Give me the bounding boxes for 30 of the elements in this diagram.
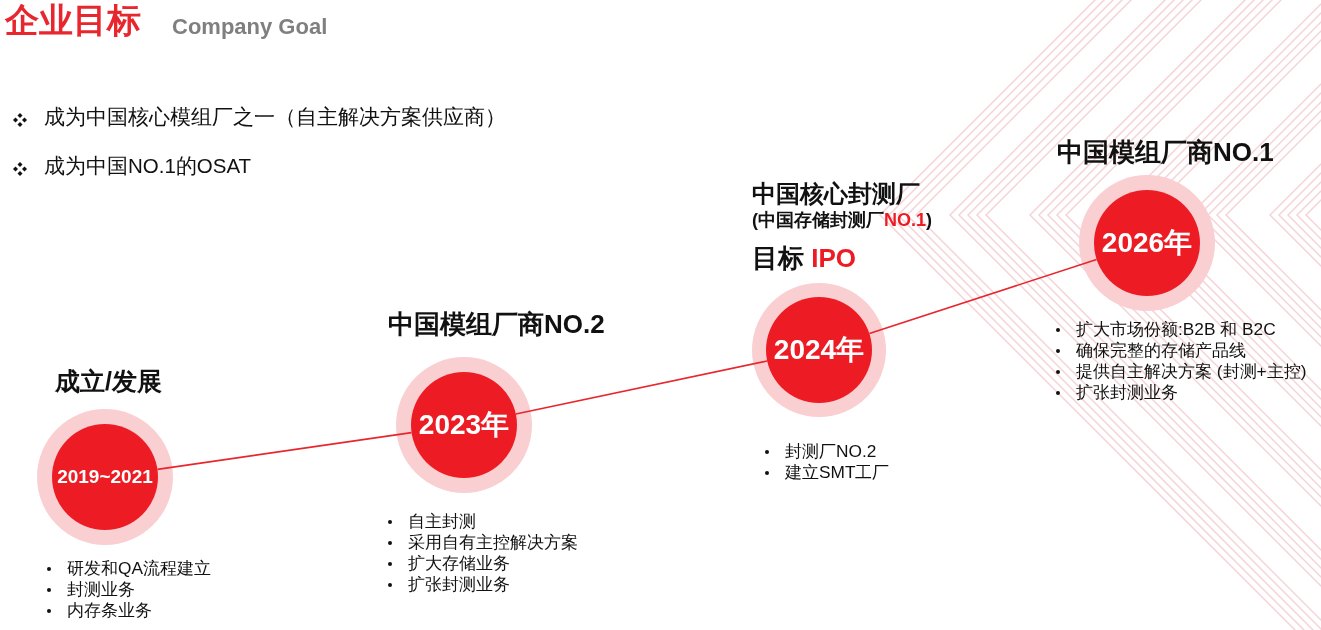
year-label: 2024年	[773, 334, 865, 366]
milestone-heading: 中国模组厂商NO.1	[1057, 138, 1274, 168]
year-label: 2023年	[418, 409, 510, 441]
bullet-text: 封测厂NO.2	[785, 441, 877, 462]
goal-heading: 目标 IPO	[752, 244, 857, 274]
goal-text: 成为中国NO.1的OSAT	[44, 154, 252, 178]
bullet-text: 确保完整的存储产品线	[1076, 340, 1246, 361]
bullet-text: 扩大市场份额:B2B 和 B2C	[1076, 319, 1276, 340]
bullet-text: 扩大存储业务	[408, 553, 510, 574]
bullet-text: 扩张封测业务	[1076, 382, 1178, 403]
bullet-text: 研发和QA流程建立	[67, 558, 211, 579]
milestone-subheading: (中国存储封测厂NO.1)	[752, 210, 932, 231]
bullet-text: 建立SMT工厂	[785, 462, 890, 483]
subtitle: Company Goal	[172, 14, 328, 40]
bullet-text: 内存条业务	[67, 600, 152, 621]
goal-text: 成为中国核心模组厂之一（自主解决方案供应商）	[44, 105, 506, 129]
bullet-text: 采用自有主控解决方案	[408, 532, 578, 553]
bullet-text: 提供自主解决方案 (封测+主控)	[1076, 361, 1307, 382]
bullet-text: 自主封测	[408, 511, 476, 532]
connector-line	[515, 360, 768, 415]
milestone-heading: 中国核心封测厂	[752, 180, 920, 208]
year-label: 2026年	[1101, 227, 1193, 259]
connector-line	[868, 258, 1098, 335]
milestone-heading: 中国模组厂商NO.2	[388, 310, 605, 340]
page-title: 企业目标	[5, 1, 141, 41]
bullet-text: 封测业务	[67, 579, 135, 600]
milestone-heading: 成立/发展	[55, 367, 162, 396]
bullet-text: 扩张封测业务	[408, 574, 510, 595]
connector-line	[156, 431, 413, 471]
year-label: 2019~2021	[57, 466, 153, 488]
